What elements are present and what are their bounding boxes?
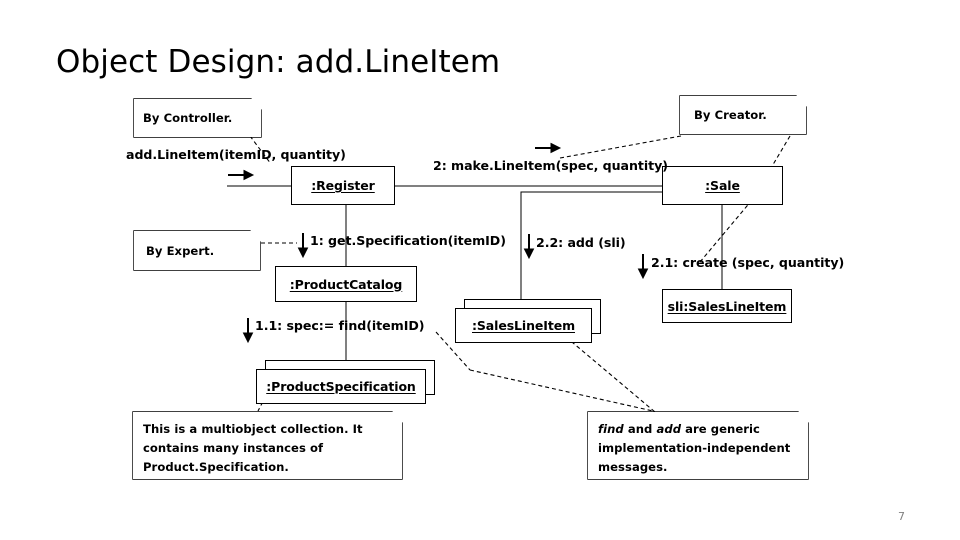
message-add: 2.2: add (sli) xyxy=(536,235,626,250)
message-getspecification: 1: get.Specification(itemID) xyxy=(310,233,506,248)
page-title: Object Design: add.LineItem xyxy=(56,44,501,80)
anchor-creator-1 xyxy=(559,135,682,159)
note-generic-messages: find and add are generic implementation-… xyxy=(588,412,808,479)
note-multiobject-collection-text: This is a multiobject collection. It con… xyxy=(133,412,402,477)
arrow-add xyxy=(523,234,535,260)
multiobject-note-line: This is a multiobject collection. It con… xyxy=(143,422,363,474)
message-find: 1.1: spec:= find(itemID) xyxy=(255,318,425,333)
object-product-spec-multi[interactable]: :ProductSpecification xyxy=(256,369,426,404)
anchor-generic-1 xyxy=(565,336,656,413)
note-by-controller-text: By Controller. xyxy=(143,111,233,125)
arrow-find xyxy=(242,318,254,344)
object-sli-sales-line-item[interactable]: sli:SalesLineItem xyxy=(662,289,792,323)
note-by-expert: By Expert. xyxy=(134,231,260,270)
arrow-getspecification xyxy=(297,233,309,259)
object-register[interactable]: :Register xyxy=(291,166,395,205)
object-register-label: :Register xyxy=(311,178,375,193)
page-number: 7 xyxy=(898,510,905,523)
object-product-catalog[interactable]: :ProductCatalog xyxy=(275,266,417,302)
generic-note-and: and xyxy=(623,422,657,436)
anchor-generic-3 xyxy=(469,369,654,412)
anchor-generic-2 xyxy=(435,331,471,371)
anchor-creator-3 xyxy=(699,199,753,263)
arrow-addlineitem xyxy=(228,169,255,181)
note-multiobject-collection: This is a multiobject collection. It con… xyxy=(133,412,402,479)
message-addlineitem: add.LineItem(itemID, quantity) xyxy=(126,147,346,162)
generic-note-find: find xyxy=(598,422,624,436)
note-by-creator-text: By Creator. xyxy=(694,108,767,122)
note-generic-messages-text: find and add are generic implementation-… xyxy=(588,412,808,477)
object-sale[interactable]: :Sale xyxy=(662,166,783,205)
object-product-spec-label: :ProductSpecification xyxy=(266,379,416,394)
object-product-catalog-label: :ProductCatalog xyxy=(289,276,403,292)
anchor-controller xyxy=(249,135,272,165)
generic-note-add: add xyxy=(656,422,682,436)
object-sli-sales-line-item-label: sli:SalesLineItem xyxy=(667,298,787,314)
note-by-controller: By Controller. xyxy=(134,99,261,137)
message-makelineitem: 2: make.LineItem(spec, quantity) xyxy=(433,158,668,173)
generic-note-rest: are generic implementation-independent m… xyxy=(598,422,791,474)
note-by-expert-text: By Expert. xyxy=(146,244,215,258)
note-by-creator: By Creator. xyxy=(680,96,806,134)
arrow-makelineitem xyxy=(535,142,562,154)
object-sales-line-item-multi[interactable]: :SalesLineItem xyxy=(455,308,592,343)
object-sale-label: :Sale xyxy=(705,178,740,193)
arrow-create xyxy=(637,254,649,280)
object-sales-line-item-label: :SalesLineItem xyxy=(472,318,575,333)
message-create: 2.1: create (spec, quantity) xyxy=(651,255,845,270)
